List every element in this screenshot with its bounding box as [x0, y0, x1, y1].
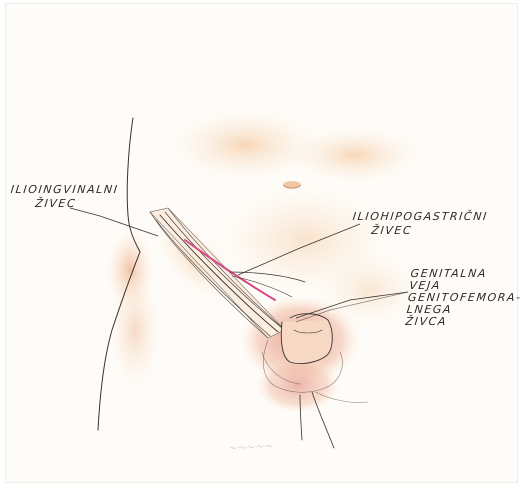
label-ilioinguinal-line2: ŽIVEC	[9, 197, 118, 211]
artist-signature: 〜〜〜〜〜	[228, 441, 274, 454]
label-ilioinguinal-line1: ILIOINGVINALNI	[10, 183, 119, 197]
label-iliohypogastric-nerve: ILIOHIPOGASTRIČNI ŽIVEC	[351, 210, 489, 238]
label-genitofemoral-branch: GENITALNA VEJA GENITOFEMORA- LNEGA ŽIVCA	[405, 268, 523, 328]
navel	[283, 181, 301, 189]
skin-wash	[106, 107, 425, 413]
label-ilioinguinal-nerve: ILIOINGVINALNI ŽIVEC	[9, 183, 120, 211]
leader-ilioinguinal	[70, 208, 158, 236]
label-genitofemoral-line5: ŽIVCA	[405, 316, 520, 328]
label-iliohypogastric-line2: ŽIVEC	[351, 224, 488, 238]
label-iliohypogastric-line1: ILIOHIPOGASTRIČNI	[352, 210, 489, 224]
